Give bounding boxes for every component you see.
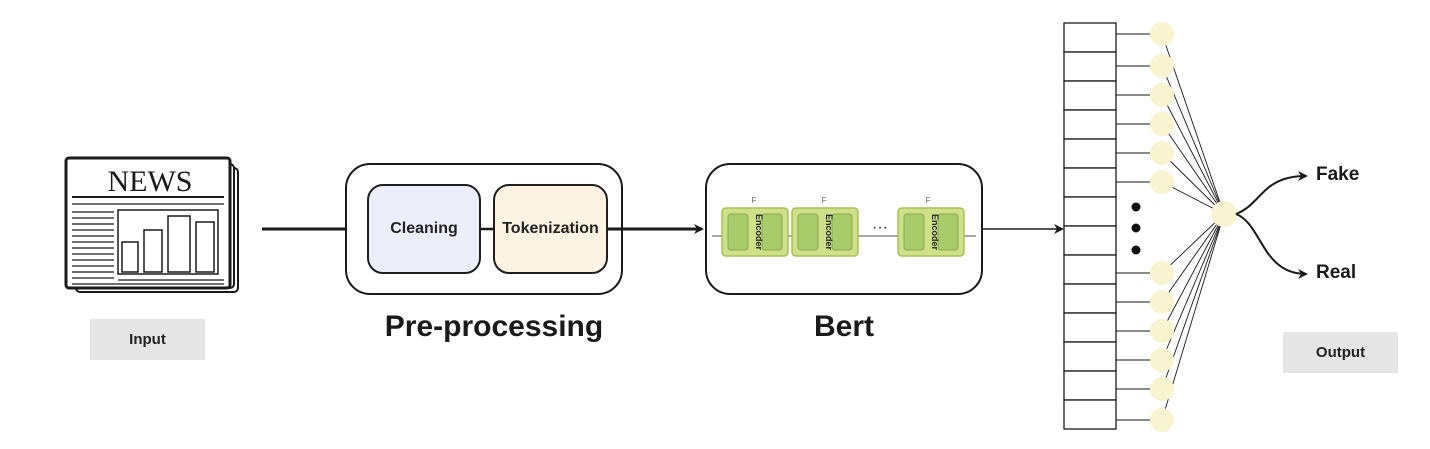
newspaper-masthead: NEWS	[108, 165, 193, 198]
hidden-neuron	[1150, 377, 1174, 401]
input-label-box: Input	[90, 319, 205, 360]
svg-text:F: F	[926, 196, 931, 205]
output-label-box: Output	[1283, 332, 1398, 373]
encoder-label: Encoder	[824, 214, 834, 251]
embedding-vector	[1063, 22, 1117, 430]
hidden-neuron	[1150, 408, 1174, 432]
cleaning-step: Cleaning	[367, 184, 481, 274]
hidden-neuron	[1150, 54, 1174, 78]
vector-cell	[1063, 51, 1117, 82]
vector-cell	[1063, 341, 1117, 372]
hidden-neuron	[1150, 170, 1174, 194]
encoder-ellipsis: ···	[872, 219, 888, 236]
hidden-neuron	[1150, 290, 1174, 314]
vector-cell	[1063, 225, 1117, 256]
vector-cell	[1063, 167, 1117, 198]
vector-cell	[1063, 399, 1117, 430]
output-node	[1211, 201, 1237, 227]
neuron-to-output-line	[1161, 94, 1225, 215]
vector-cell	[1063, 109, 1117, 140]
vector-cell	[1063, 312, 1117, 343]
vertical-ellipsis-dot	[1131, 202, 1141, 212]
tokenization-step: Tokenization	[493, 184, 608, 274]
vector-cell	[1063, 22, 1117, 53]
encoder-label: Encoder	[930, 214, 940, 251]
neuron-to-output-line	[1161, 152, 1225, 215]
vector-cell	[1063, 138, 1117, 169]
hidden-neuron	[1150, 22, 1174, 46]
cleaning-label: Cleaning	[390, 220, 458, 237]
arrow-to-real	[1235, 213, 1308, 279]
encoder-block-1: F Encoder	[721, 196, 789, 257]
hidden-neuron	[1150, 261, 1174, 285]
hidden-neuron	[1150, 319, 1174, 343]
encoder-block-3: F Encoder	[897, 196, 965, 257]
hidden-neuron	[1150, 112, 1174, 136]
real-label: Real	[1316, 262, 1357, 283]
vector-cell	[1063, 254, 1117, 285]
vector-cell	[1063, 370, 1117, 401]
svg-text:F: F	[822, 196, 827, 205]
classifier-neurons	[1150, 22, 1174, 432]
neuron-to-output-line	[1161, 123, 1225, 215]
encoder-label: Encoder	[754, 214, 764, 251]
svg-text:F: F	[752, 196, 757, 205]
hidden-neuron	[1150, 141, 1174, 165]
preprocessing-title: Pre-processing	[384, 310, 604, 343]
fake-label: Fake	[1316, 164, 1360, 185]
hidden-neuron	[1150, 83, 1174, 107]
vector-cell	[1063, 283, 1117, 314]
newspaper-icon: NEWS	[64, 156, 239, 293]
neuron-to-output-line	[1161, 213, 1225, 274]
neuron-to-output-line	[1161, 213, 1225, 303]
neuron-to-output-line	[1161, 213, 1225, 332]
encoder-block-2: F Encoder	[791, 196, 859, 257]
hidden-neuron	[1150, 348, 1174, 372]
bert-title: Bert	[813, 310, 874, 343]
arrow-to-fake	[1235, 171, 1308, 215]
vertical-ellipsis-dot	[1131, 223, 1141, 233]
tokenization-label: Tokenization	[502, 220, 599, 237]
vector-cell	[1063, 196, 1117, 227]
vertical-ellipsis-dot	[1131, 245, 1141, 255]
vector-cell	[1063, 80, 1117, 111]
